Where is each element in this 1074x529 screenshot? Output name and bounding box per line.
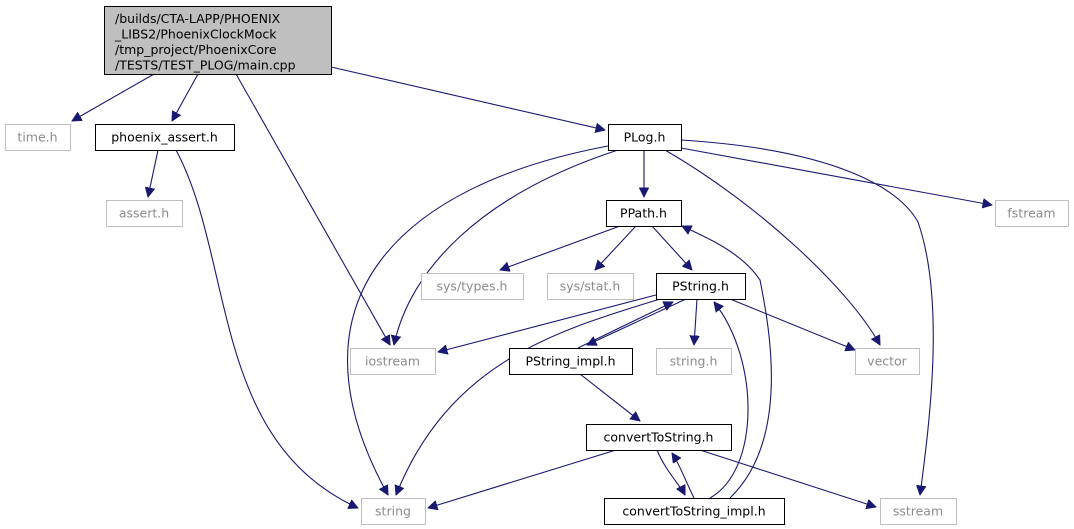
node-main[interactable]: /builds/CTA-LAPP/PHOENIX_LIBS2/PhoenixCl… [104,6,332,75]
node-label: vector [867,354,908,369]
node-vector: vector [855,348,920,375]
node-label: sstream [893,504,943,519]
node-box [350,348,436,375]
edge-main-to-iostream [235,73,390,345]
node-converttostring-h[interactable]: convertToString.h [586,424,732,451]
node-label: fstream [1007,206,1055,221]
node-box [421,273,524,300]
edge-pstring_h-to-string_h [694,298,697,345]
edge-converttostring_h-to-string [428,449,617,508]
node-string-h: string.h [656,348,732,375]
node-box [95,124,235,151]
edge-pstring_impl_h-to-converttostring_h [579,373,640,421]
edge-ppath_h-to-sys_types_h [500,225,621,270]
node-label: string.h [670,354,718,369]
node-label: sys/stat.h [560,279,621,294]
node-label: iostream [365,354,420,369]
edge-plog_h-to-iostream [394,149,619,345]
edge-plog_h-to-string [347,145,609,495]
edge-ppath_h-to-sys_stat_h [595,225,637,270]
node-box [547,273,634,300]
node-box [5,124,71,151]
node-converttostring-impl-h[interactable]: convertToString_impl.h [604,498,785,525]
edge-converttostring_h-to-converttostring_impl_h [656,449,686,495]
node-label: convertToString.h [604,430,714,445]
edge-ppath_h-to-pstring_h [651,225,692,270]
edge-converttostring_h-to-sstream [699,449,876,507]
nodes-layer: /builds/CTA-LAPP/PHOENIX_LIBS2/PhoenixCl… [5,6,1069,525]
node-box [606,200,682,227]
edge-converttostring_impl_h-to-converttostring_h [672,453,695,499]
node-time-h: time.h [5,124,71,151]
node-sys-stat-h: sys/stat.h [547,273,634,300]
edge-phoenix_assert_h-to-assert_h [148,149,159,197]
edge-plog_h-to-vector [664,149,880,345]
node-sys-types-h: sys/types.h [421,273,524,300]
node-plog-h[interactable]: PLog.h [608,124,682,151]
node-label: sys/types.h [437,279,508,294]
node-label: /builds/CTA-LAPP/PHOENIX [115,11,281,26]
node-box [880,498,957,525]
node-pstring-h[interactable]: PString.h [656,273,746,300]
node-string: string [361,498,426,525]
node-label: _LIBS2/PhoenixClockMock [114,27,277,42]
edge-plog_h-to-sstream [680,139,934,495]
node-box [608,124,682,151]
node-fstream: fstream [995,200,1069,227]
edge-pstring_h-to-iostream [438,294,657,352]
node-iostream: iostream [350,348,436,375]
node-label: time.h [17,130,57,145]
edge-pstring_h-to-vector [729,298,855,350]
node-box [656,273,746,300]
edge-phoenix_assert_h-to-string [175,149,358,508]
node-box [509,348,633,375]
node-assert-h: assert.h [106,200,183,227]
node-box [586,424,732,451]
node-label: PPath.h [620,206,667,221]
node-box [604,498,785,525]
node-label: PString.h [672,279,729,294]
node-label: /tmp_project/PhoenixCore [115,42,277,57]
node-box [106,200,183,227]
node-label: phoenix_assert.h [111,130,218,145]
edge-main-to-plog_h [330,66,605,130]
node-ppath-h[interactable]: PPath.h [606,200,682,227]
node-label: /TESTS/TEST_PLOG/main.cpp [115,58,296,73]
edge-converttostring_impl_h-to-ppath_h [682,225,772,499]
node-box [361,498,426,525]
node-box [855,348,920,375]
node-box [656,348,732,375]
node-label: PString_impl.h [525,354,615,369]
node-label: string [375,504,411,519]
node-label: PLog.h [624,130,666,145]
node-label: convertToString_impl.h [622,504,765,519]
node-label: assert.h [119,206,169,221]
edge-pstring_impl_h-to-pstring_h [577,302,673,349]
node-pstring-impl-h[interactable]: PString_impl.h [509,348,633,375]
edge-plog_h-to-fstream [680,147,992,205]
edge-converttostring_impl_h-to-pstring_h [709,302,749,499]
edge-main-to-phoenix_assert_h [172,73,199,121]
node-box [104,6,332,75]
edge-main-to-time_h [72,73,155,121]
node-box [995,200,1069,227]
node-phoenix-assert-h[interactable]: phoenix_assert.h [95,124,235,151]
node-sstream: sstream [880,498,957,525]
